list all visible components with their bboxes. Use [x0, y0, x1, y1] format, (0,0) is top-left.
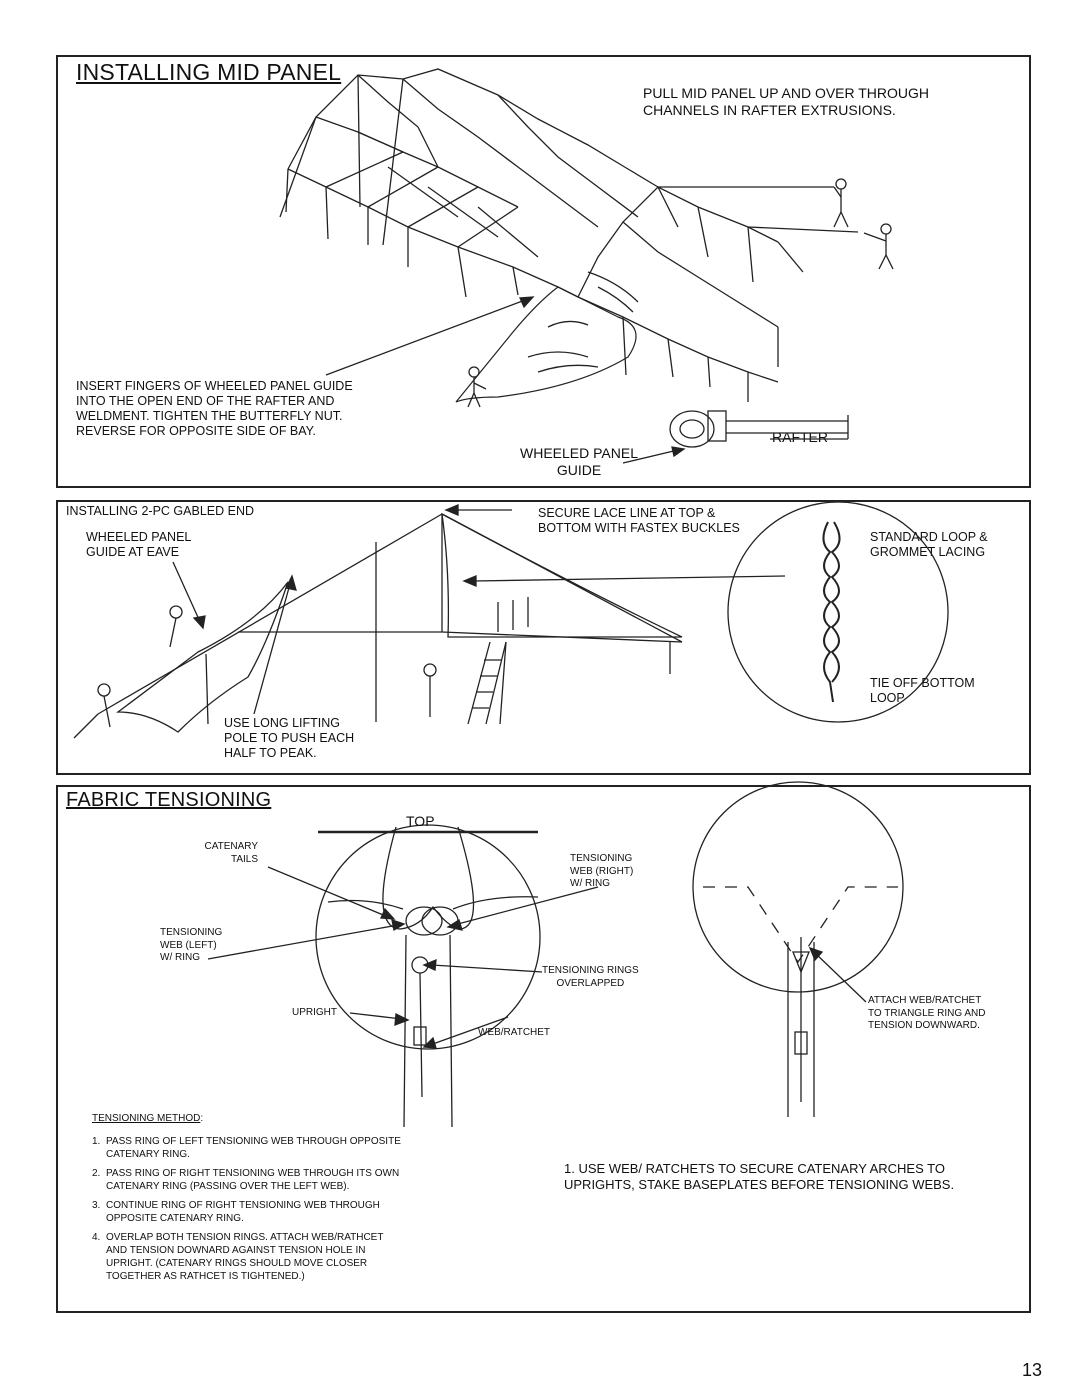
tensioning-step: 1. PASS RING OF LEFT TENSIONING WEB THROU… — [92, 1135, 492, 1161]
method-heading-text: TENSIONING METHOD — [92, 1113, 201, 1124]
mid-panel-title: INSTALLING MID PANEL — [76, 59, 342, 85]
catenary-tails-label: CATENARY TAILS — [204, 841, 258, 865]
gabled-end-section: INSTALLING 2-PC GABLED END WHEELED PANEL… — [56, 500, 1031, 775]
step-text: CONTINUE RING OF RIGHT TENSIONING WEB TH… — [106, 1200, 380, 1224]
page-number: 13 — [1021, 1360, 1042, 1380]
mid-panel-section: INSTALLING MID PANEL PULL MID PANEL UP A… — [56, 55, 1031, 488]
step-number: 2. — [92, 1168, 101, 1179]
tensioning-illustration — [207, 781, 904, 1128]
lifting-pole-note: USE LONG LIFTING POLE TO PUSH EACH HALF … — [224, 716, 355, 760]
pull-mid-panel-note: PULL MID PANEL UP AND OVER THROUGH CHANN… — [643, 85, 930, 118]
top-label: TOP — [406, 813, 435, 829]
tensioning-steps-list: 1. PASS RING OF LEFT TENSIONING WEB THROU… — [92, 1135, 492, 1289]
step-text: PASS RING OF RIGHT TENSIONING WEB THROUG… — [106, 1168, 400, 1192]
wheeled-guide-eave-label: WHEELED PANEL GUIDE AT EAVE — [86, 530, 192, 559]
attach-web-ratchet-note: ATTACH WEB/RATCHET TO TRIANGLE RING AND … — [868, 995, 986, 1031]
tensioning-method-heading: TENSIONING METHOD: — [92, 1113, 203, 1126]
tie-off-note: TIE OFF BOTTOM LOOP — [870, 676, 975, 705]
standard-loop-note: STANDARD LOOP & GROMMET LACING — [870, 530, 988, 559]
step-number: 4. — [92, 1232, 101, 1243]
gabled-end-illustration — [73, 501, 949, 739]
tensioning-step: 2. PASS RING OF RIGHT TENSIONING WEB THRO… — [92, 1167, 492, 1193]
fabric-tensioning-title: FABRIC TENSIONING — [66, 789, 272, 811]
step-text: PASS RING OF LEFT TENSIONING WEB THROUGH… — [106, 1136, 401, 1160]
step-number: 3. — [92, 1200, 101, 1211]
step-text: OVERLAP BOTH TENSION RINGS. ATTACH WEB/R… — [106, 1232, 384, 1282]
method-heading-colon: : — [200, 1113, 204, 1124]
ratchet-instruction-note: 1. USE WEB/ RATCHETS TO SECURE CATENARY … — [564, 1161, 955, 1192]
web-ratchet-label: WEB/RATCHET — [478, 1027, 551, 1038]
web-right-label: TENSIONING WEB (RIGHT) W/ RING — [570, 853, 634, 889]
tensioning-step: 4. OVERLAP BOTH TENSION RINGS. ATTACH WEB… — [92, 1231, 492, 1283]
wheeled-panel-guide-label: WHEELED PANEL GUIDE — [520, 445, 638, 478]
step-number: 1. — [92, 1136, 101, 1147]
fabric-tensioning-section: FABRIC TENSIONING — [56, 781, 1031, 1313]
gabled-end-heading: INSTALLING 2-PC GABLED END — [66, 504, 255, 518]
web-left-label: TENSIONING WEB (LEFT) W/ RING — [160, 927, 223, 963]
tent-frame-illustration — [279, 68, 894, 464]
secure-lace-note: SECURE LACE LINE AT TOP & BOTTOM WITH FA… — [538, 506, 740, 535]
upright-label: UPRIGHT — [292, 1007, 337, 1018]
rings-overlapped-label: TENSIONING RINGS OVERLAPPED — [542, 965, 639, 989]
insert-fingers-note: INSERT FINGERS OF WHEELED PANEL GUIDE IN… — [76, 379, 353, 438]
tensioning-step: 3. CONTINUE RING OF RIGHT TENSIONING WEB … — [92, 1199, 492, 1225]
